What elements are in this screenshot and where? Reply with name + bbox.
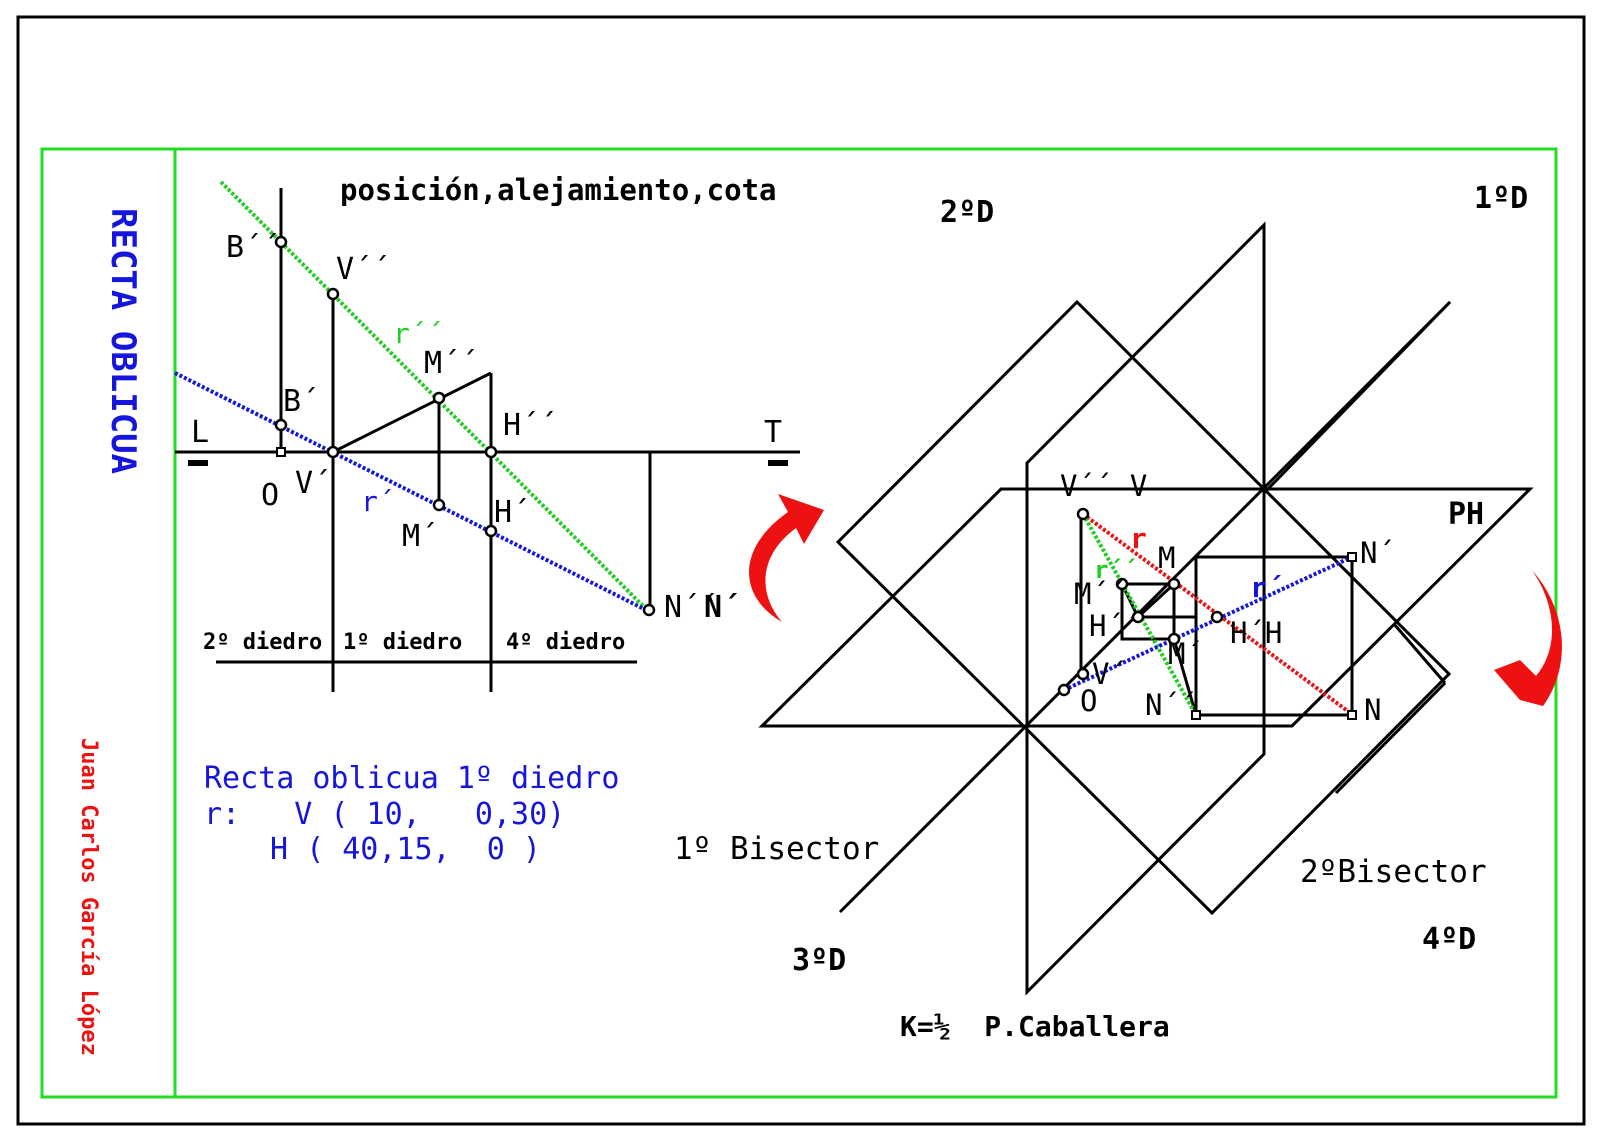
second-bisector-side <box>1392 623 1447 684</box>
label-n-3d: N <box>1364 693 1381 727</box>
label-v2v: V´´ V <box>1060 469 1147 503</box>
vertical-plane <box>1025 221 1266 996</box>
label-dihedron-2: 2º diedro <box>203 630 322 655</box>
outer-frame <box>16 15 1586 1126</box>
point-m2-3d <box>1115 577 1129 591</box>
label-m1-3d: M´ <box>1168 637 1203 671</box>
label-o: O <box>261 478 279 513</box>
label-n1: N´ <box>704 590 740 625</box>
label-b1: B´ <box>283 384 319 419</box>
label-l: L <box>191 415 209 450</box>
label-n1-3d: N´ <box>1360 536 1395 570</box>
point-b1 <box>274 418 288 432</box>
point-b2 <box>274 235 288 249</box>
point-m2 <box>432 391 446 405</box>
label-quadrant-3: 3ºD <box>792 943 846 978</box>
header-title: posición,alejamiento,cota <box>340 173 777 207</box>
point-h2-3d <box>1131 610 1145 624</box>
label-v1: V´ <box>295 466 331 501</box>
point-h-3d <box>1210 610 1224 624</box>
side-title: RECTA OBLICUA <box>103 208 143 474</box>
point-h1 <box>484 524 498 538</box>
label-b2: B´´ <box>226 230 280 265</box>
point-m1 <box>432 498 446 512</box>
point-v1 <box>326 445 340 459</box>
line-r <box>1081 512 1355 717</box>
point-n1-3d <box>1347 552 1357 562</box>
label-v1-3d: V´ <box>1092 657 1127 691</box>
point-v2 <box>326 287 340 301</box>
label-r-3d: r <box>1130 522 1147 555</box>
perspective-view: 2ºD 1ºD 3ºD 4ºD PH 1º Bisector 2ºBisecto… <box>674 181 1534 1043</box>
projection-r1 <box>174 371 649 613</box>
label-m1: M´ <box>402 519 438 554</box>
point-m-3d <box>1167 577 1181 591</box>
point-h2 <box>484 445 498 459</box>
label-first-bisector: 1º Bisector <box>674 831 879 867</box>
second-bisector-bottom <box>1334 681 1447 795</box>
label-r1-3d: r´ <box>1250 571 1284 604</box>
label-quadrant-4: 4ºD <box>1422 922 1476 957</box>
n-projector <box>1172 638 1198 716</box>
monge-projection: posición,alejamiento,cota <box>174 173 800 867</box>
point-n <box>642 603 656 617</box>
label-h2: H´´ <box>503 408 557 443</box>
second-bisector-edge <box>838 300 1452 914</box>
label-quadrant-2: 2ºD <box>940 195 994 230</box>
label-ph: PH <box>1448 497 1484 532</box>
label-dihedron-1: 1º diedro <box>343 630 462 655</box>
second-bisector-top <box>1262 300 1452 495</box>
rotate-arrow-right <box>1494 570 1562 706</box>
label-r2: r´´ <box>393 317 444 350</box>
label-t: T <box>764 415 782 450</box>
data-line-1: Recta oblicua 1º diedro <box>204 761 619 796</box>
data-line-2: r: V ( 10, 0,30) <box>204 797 565 832</box>
label-dihedron-4: 4º diedro <box>506 630 625 655</box>
line-r1-3d <box>1063 555 1353 692</box>
rotate-arrow-left <box>749 494 824 622</box>
point-v1-3d <box>1076 667 1090 681</box>
label-o-3d: O <box>1080 684 1097 718</box>
label-m2-3d: M´´ <box>1074 577 1126 611</box>
label-m-3d: M <box>1158 541 1175 575</box>
point-v-3d <box>1076 507 1090 521</box>
point-o <box>276 447 286 457</box>
point-m1-3d <box>1167 632 1181 646</box>
author-signature: Juan Carlos García López <box>76 738 101 1056</box>
label-n2: N´´ <box>664 590 718 625</box>
ground-tick-l <box>188 460 208 466</box>
label-n2-3d: N´´ <box>1145 688 1197 722</box>
data-line-3: H ( 40,15, 0 ) <box>270 832 541 867</box>
label-hh-3d: H´H <box>1230 616 1282 650</box>
label-scale: K=½ P.Caballera <box>900 1010 1170 1043</box>
label-v2: V´´ <box>336 252 390 287</box>
label-second-bisector: 2ºBisector <box>1300 854 1487 890</box>
label-r1: r´ <box>361 485 395 518</box>
label-quadrant-1: 1ºD <box>1474 181 1528 216</box>
auxiliary-line <box>332 371 492 454</box>
label-m2: M´´ <box>424 346 478 381</box>
label-h1: H´ <box>494 495 530 530</box>
ground-tick-t <box>768 460 788 466</box>
point-n-3d <box>1347 710 1357 720</box>
label-h2-3d: H´´ <box>1089 609 1141 643</box>
point-n2-3d <box>1191 710 1201 720</box>
label-r2-3d: r´´ <box>1094 556 1137 584</box>
first-bisector <box>835 299 1452 916</box>
point-o-3d <box>1057 683 1071 697</box>
